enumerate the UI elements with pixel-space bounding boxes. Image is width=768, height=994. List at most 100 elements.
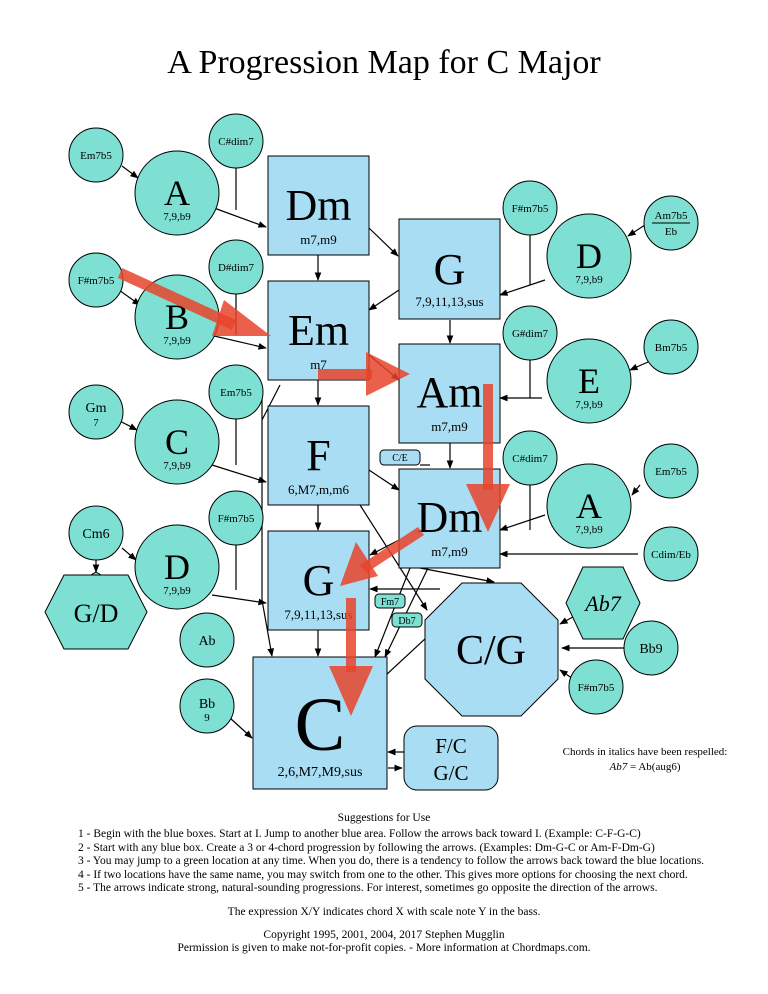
- green-circle-a-low[interactable]: A 7,9,b9: [546, 463, 632, 549]
- suggestion-item: 4 - If two locations have the same name,…: [78, 868, 688, 881]
- svg-text:Db7: Db7: [398, 616, 415, 627]
- octagon-c-over-g[interactable]: C/G: [424, 582, 559, 717]
- chord-extensions: m7,m9: [300, 232, 336, 247]
- green-circle-em7b5-a[interactable]: Em7b5: [643, 443, 699, 499]
- chord-extensions: 7,9,b9: [163, 211, 191, 223]
- svg-text:Bb: Bb: [199, 697, 215, 712]
- connector-arrow: [213, 207, 267, 228]
- green-circle-gm7[interactable]: Gm 7: [68, 384, 124, 440]
- chord-name: G: [303, 556, 335, 605]
- green-circle-gsharp-dim7[interactable]: G#dim7: [502, 305, 558, 361]
- chord-extensions: 7,9,b9: [575, 399, 603, 411]
- green-circle-a-top[interactable]: A 7,9,b9: [134, 150, 220, 236]
- small-box-db7[interactable]: Db7: [391, 612, 423, 628]
- connector-arrow: [359, 504, 428, 611]
- green-circle-bb9[interactable]: Bb 9: [179, 678, 235, 734]
- chord-extensions: 2,6,M7,M9,sus: [278, 765, 363, 780]
- blue-box-f[interactable]: F 6,M7,m,m6: [267, 405, 370, 506]
- chord-extensions: 7,9,b9: [163, 585, 191, 597]
- green-circle-em7b5-c[interactable]: Em7b5: [208, 364, 264, 420]
- suggestions-list: 1 - Begin with the blue boxes. Start at …: [78, 828, 768, 896]
- green-circle-bb9-right[interactable]: Bb9: [623, 620, 679, 676]
- svg-text:Bm7b5: Bm7b5: [655, 342, 688, 354]
- chord-name: Am: [417, 368, 483, 417]
- connector-arrow: [631, 484, 641, 496]
- green-circle-cdim-over-eb[interactable]: Cdim/Eb: [643, 526, 699, 582]
- green-circle-c[interactable]: C 7,9,b9: [134, 399, 220, 485]
- chord-name: A: [164, 173, 190, 213]
- chord-name: G/C: [433, 761, 468, 785]
- blue-box-g-right[interactable]: G 7,9,11,13,sus: [398, 218, 501, 320]
- green-circle-csharp-dim7-a[interactable]: C#dim7: [502, 430, 558, 486]
- svg-text:Ab: Ab: [198, 634, 215, 649]
- green-circle-em7b5-top[interactable]: Em7b5: [68, 127, 124, 183]
- hexagon-g-over-d[interactable]: G/D: [44, 571, 148, 650]
- connector-arrow: [121, 165, 139, 179]
- copyright-line: Copyright 1995, 2001, 2004, 2017 Stephen…: [263, 928, 505, 941]
- blue-box-c[interactable]: C 2,6,M7,M9,sus: [252, 656, 388, 790]
- svg-text:Cm6: Cm6: [82, 527, 109, 542]
- svg-text:7: 7: [93, 417, 99, 429]
- chord-name: Dm: [417, 493, 483, 542]
- green-circle-fsharp-m7b5-b[interactable]: F#m7b5: [68, 252, 124, 308]
- green-circle-am7b5-over-eb[interactable]: Am7b5 Eb: [643, 195, 699, 251]
- chord-name: C: [295, 683, 346, 767]
- chord-extensions: 7,9,b9: [163, 335, 191, 347]
- connector-arrow: [419, 567, 495, 584]
- chord-name: D: [576, 236, 602, 276]
- connector-arrow: [229, 717, 253, 739]
- hexagon-ab7[interactable]: Ab7: [565, 566, 641, 640]
- svg-text:F#m7b5: F#m7b5: [218, 513, 255, 525]
- chord-extensions: 7,9,11,13,sus: [415, 294, 483, 309]
- suggestion-item: 1 - Begin with the blue boxes. Start at …: [78, 828, 641, 840]
- green-circle-d-right[interactable]: D 7,9,b9: [546, 213, 632, 299]
- blue-box-em[interactable]: Em m7: [267, 280, 370, 381]
- connector-arrow: [261, 384, 281, 421]
- svg-text:D#dim7: D#dim7: [218, 262, 255, 274]
- svg-text:F#m7b5: F#m7b5: [512, 203, 549, 215]
- svg-text:Fm7: Fm7: [381, 597, 399, 608]
- green-circle-fsharp-m7b5-d[interactable]: F#m7b5: [208, 490, 264, 546]
- chord-extensions: m7,m9: [431, 419, 467, 434]
- svg-text:Ab7: Ab7: [583, 591, 621, 616]
- green-circle-cm6[interactable]: Cm6: [68, 505, 124, 561]
- small-box-fm7[interactable]: Fm7: [374, 593, 406, 609]
- suggestions-heading: Suggestions for Use: [337, 812, 431, 824]
- suggestion-item: 2 - Start with any blue box. Create a 3 …: [78, 841, 655, 854]
- copyright: Copyright 1995, 2001, 2004, 2017 Stephen…: [0, 929, 768, 956]
- green-circle-ab[interactable]: Ab: [179, 612, 235, 668]
- svg-text:C/E: C/E: [392, 453, 408, 464]
- chord-name: D: [164, 547, 190, 587]
- chord-name: C: [165, 422, 189, 462]
- green-circle-csharp-dim7[interactable]: C#dim7: [208, 113, 264, 169]
- connector-arrow: [261, 599, 274, 657]
- green-circle-dsharp-dim7[interactable]: D#dim7: [208, 239, 264, 295]
- connector-arrow: [211, 464, 267, 483]
- green-circle-fsharp-m7b5-cg[interactable]: F#m7b5: [568, 659, 624, 715]
- chord-name: A: [576, 486, 602, 526]
- blue-box-dm-top[interactable]: Dm m7,m9: [267, 155, 370, 256]
- red-arrow-g-to-c: [329, 598, 373, 716]
- svg-text:Eb: Eb: [665, 226, 678, 238]
- note-respelling: = Ab(aug6): [627, 761, 681, 773]
- svg-text:F#m7b5: F#m7b5: [578, 682, 615, 694]
- chord-extensions: m7,m9: [431, 544, 467, 559]
- small-box-c-over-e[interactable]: C/E: [379, 449, 421, 466]
- green-circle-bm7b5[interactable]: Bm7b5: [643, 319, 699, 375]
- footer: Suggestions for Use 1 - Begin with the b…: [0, 812, 768, 956]
- blue-box-fc-gc[interactable]: F/C G/C: [403, 725, 499, 791]
- chord-extensions: 7,9,b9: [575, 274, 603, 286]
- svg-text:F#m7b5: F#m7b5: [78, 275, 115, 287]
- green-circle-e[interactable]: E 7,9,b9: [546, 338, 632, 424]
- green-circle-fsharp-m7b5-dr[interactable]: F#m7b5: [502, 180, 558, 236]
- connector-arrow: [369, 539, 400, 556]
- red-arrow-em-to-am: [318, 352, 410, 396]
- connector-arrow: [499, 279, 546, 296]
- note-line-2: Ab7 = Ab(aug6): [609, 761, 681, 773]
- red-overlay-arrows: [118, 268, 510, 716]
- svg-text:Am7b5: Am7b5: [655, 210, 689, 222]
- svg-text:Em7b5: Em7b5: [80, 150, 112, 162]
- chord-name: Dm: [286, 181, 352, 230]
- connector-arrow: [209, 334, 267, 350]
- green-circle-d-left[interactable]: D 7,9,b9: [134, 524, 220, 610]
